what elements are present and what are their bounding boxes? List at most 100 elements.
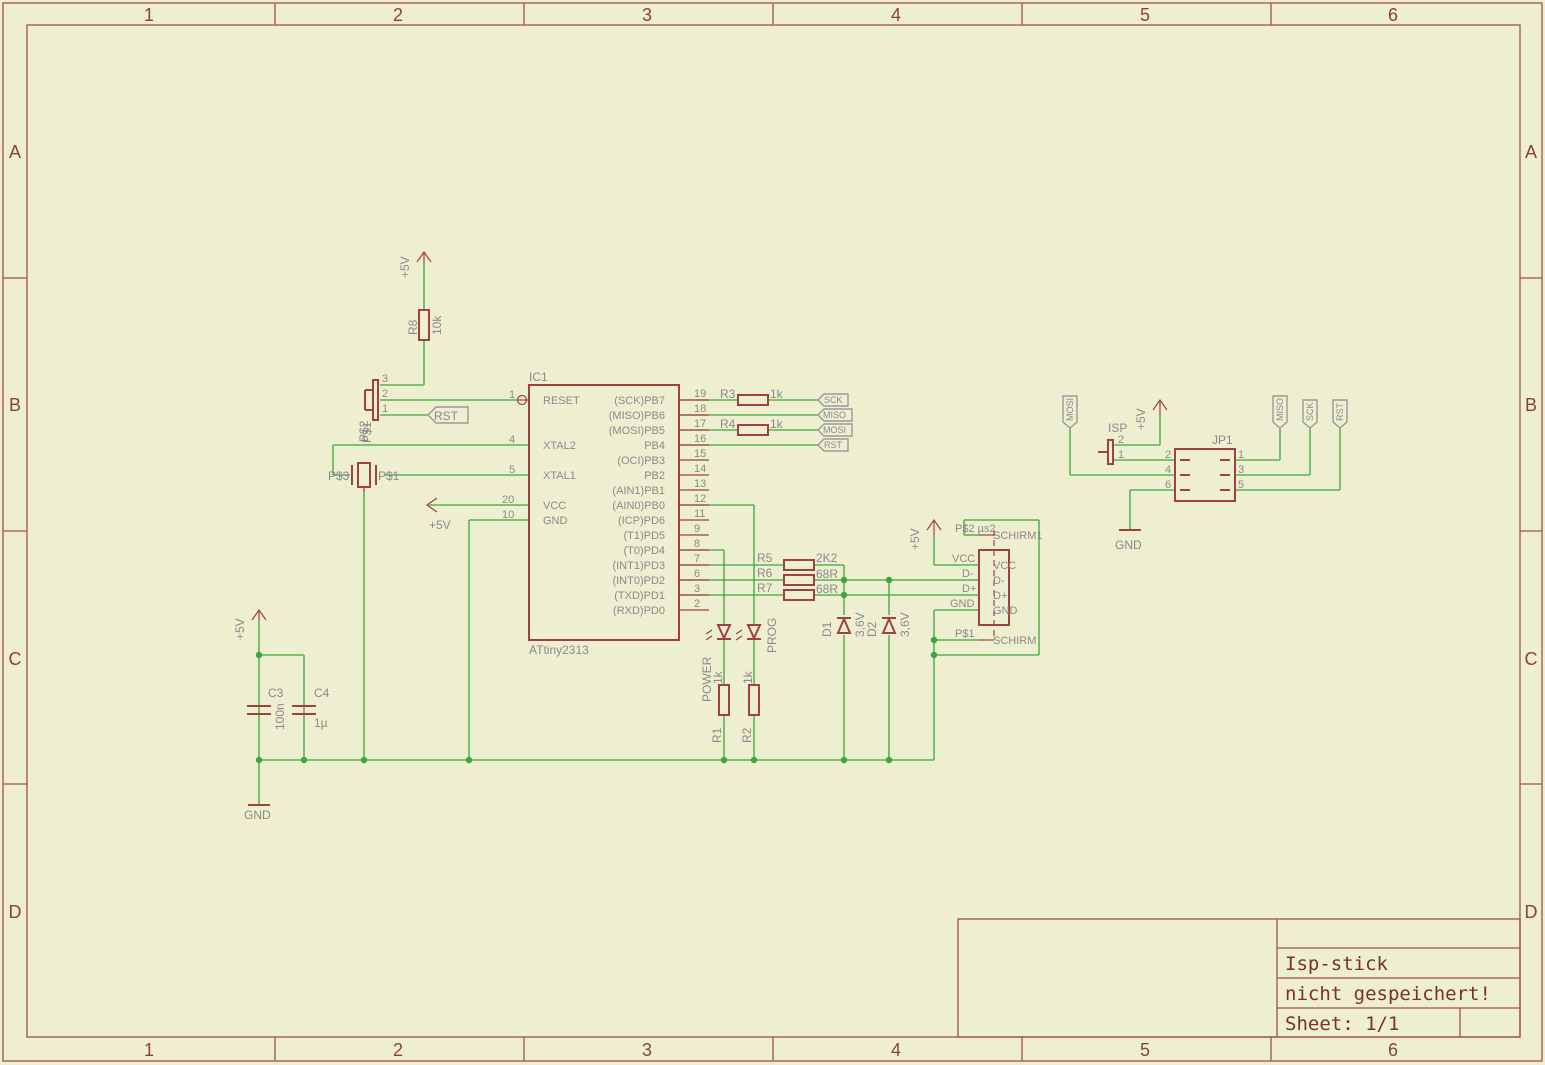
col-label: 3 xyxy=(642,1040,652,1060)
sck-isp-flag: SCK xyxy=(1305,402,1315,421)
ic1-pin-name: RESET xyxy=(543,395,580,407)
ic1-pin-name: VCC xyxy=(543,500,566,512)
usb-dm-pin: D- xyxy=(993,575,1005,587)
col-label: 2 xyxy=(393,5,403,25)
mosi-isp-flag: MOSI xyxy=(1065,398,1075,421)
r5-ref: R5 xyxy=(757,551,773,565)
project-title: Isp-stick xyxy=(1285,953,1389,975)
usb-vcc-pin: VCC xyxy=(993,560,1016,572)
ic1-pin-name: XTAL1 xyxy=(543,470,576,482)
capacitor-c4: C4 1µ xyxy=(292,686,330,730)
wires xyxy=(258,262,1341,805)
ic1-pin-name: (MISO)PB6 xyxy=(609,410,665,422)
spi-flags: SCK MISO MOSI RST xyxy=(817,393,853,452)
svg-text:3: 3 xyxy=(1238,464,1244,476)
row-label: D xyxy=(9,902,22,922)
r5-value: 2K2 xyxy=(816,551,838,565)
usb-shield1: SCHIRM1 xyxy=(993,530,1043,542)
ic1-pin-num: 19 xyxy=(694,388,706,400)
col-label: 6 xyxy=(1388,5,1398,25)
resonator-pin-label: P$1 xyxy=(378,469,400,483)
jp1-header: 2 4 6 1 3 5 JP1 xyxy=(1165,433,1244,502)
led-power-label: POWER xyxy=(700,656,714,702)
plus5v-label: +5V xyxy=(908,528,922,550)
resistor-r1: R1 1k xyxy=(710,670,730,743)
ic1-pin-num: 5 xyxy=(509,464,515,476)
isp-flags: MOSI MISO SCK RST xyxy=(1062,395,1348,429)
r2-ref: R2 xyxy=(740,727,754,743)
resistor-r7: R7 68R xyxy=(757,581,838,601)
resistor-r2: R2 1k xyxy=(740,670,760,743)
r2-value: 1k xyxy=(741,670,755,684)
col-label: 1 xyxy=(144,1040,154,1060)
row-label: B xyxy=(9,395,21,415)
col-label: 1 xyxy=(144,5,154,25)
ic1-pin-num: 4 xyxy=(509,434,515,446)
ic1-pin-num: 11 xyxy=(694,508,705,520)
ic1-pin-num: 18 xyxy=(694,403,706,415)
ic1-pin-num: 15 xyxy=(694,448,706,460)
row-labels-right: A B C D xyxy=(1525,142,1538,922)
r3-value: 1k xyxy=(770,387,784,401)
ic1-pin-name: (MOSI)PB5 xyxy=(609,425,665,437)
svg-text:1: 1 xyxy=(1238,449,1244,461)
ic1-pin-num: 2 xyxy=(694,598,700,610)
row-labels-left: A B C D xyxy=(9,142,22,922)
d1-ref: D1 xyxy=(820,621,834,637)
usb-dm-net: D- xyxy=(962,568,974,580)
isp-ref: ISP xyxy=(1108,421,1127,435)
title-block: Isp-stick nicht gespeichert! Sheet: 1/1 xyxy=(957,918,1521,1038)
sck-flag: SCK xyxy=(824,395,843,405)
ic1-pin-name: PB2 xyxy=(644,470,665,482)
zener-d1: D1 3,6V xyxy=(820,612,867,637)
mosi-flag: MOSI xyxy=(823,425,846,435)
ic1-pin-num: 10 xyxy=(502,509,514,521)
ic1-pin-num: 16 xyxy=(694,433,706,445)
r7-ref: R7 xyxy=(757,581,773,595)
ic1-pin-name: (RXD)PD0 xyxy=(613,605,665,617)
svg-text:6: 6 xyxy=(1165,479,1171,491)
gnd-label: GND xyxy=(244,808,271,822)
ic1-pin-num: 7 xyxy=(694,553,700,565)
switch-ref: P$1 xyxy=(360,421,374,443)
led-power: POWER xyxy=(700,624,732,702)
d1-value: 3,6V xyxy=(853,612,867,637)
c4-ref: C4 xyxy=(314,686,330,700)
usb-vcc-net: VCC xyxy=(952,553,975,565)
row-label: B xyxy=(1525,395,1537,415)
r6-ref: R6 xyxy=(757,566,773,580)
usb-ref: P$2 µs2 xyxy=(955,523,996,535)
ic1-pin-name: GND xyxy=(543,515,568,527)
svg-text:1: 1 xyxy=(1118,449,1124,461)
ic1-pin-name: (T1)PD5 xyxy=(623,530,665,542)
ic1-pin-name: (AIN0)PB0 xyxy=(612,500,665,512)
plus5v-usb-symbol: +5V xyxy=(908,518,942,550)
usb-gnd-pin: GND xyxy=(993,605,1018,617)
capacitor-c3: C3 100n xyxy=(247,686,287,730)
gnd-main-symbol: GND xyxy=(244,804,271,822)
resistor-r3: R3 1k xyxy=(720,387,784,406)
ic1-pin-name: PB4 xyxy=(644,440,665,452)
ic1-pin-num: 13 xyxy=(694,478,706,490)
miso-flag: MISO xyxy=(823,410,846,420)
ic1-pin-name: (OCI)PB3 xyxy=(617,455,665,467)
ic1-pin-num: 9 xyxy=(694,523,700,535)
row-label: A xyxy=(9,142,21,162)
r4-ref: R4 xyxy=(720,417,736,431)
r7-value: 68R xyxy=(816,582,838,596)
plus5v-label: +5V xyxy=(429,518,451,532)
plus5v-label: +5V xyxy=(1134,408,1148,430)
usb-dp-net: D+ xyxy=(962,583,976,595)
ic1-pin-name: (TXD)PD1 xyxy=(614,590,665,602)
junctions xyxy=(255,576,938,764)
svg-text:2: 2 xyxy=(1165,449,1171,461)
resistor-r6: R6 68R xyxy=(757,566,838,586)
r3-ref: R3 xyxy=(720,387,736,401)
svg-text:2: 2 xyxy=(382,388,388,400)
usb-connector: P$2 µs2 SCHIRM1 SCHIRM P$1 VCC D- D+ GND… xyxy=(950,523,1043,647)
supply-symbols: +5V +5V +5V +5V +5V GND GND xyxy=(233,250,1168,822)
r8-ref: R8 xyxy=(406,319,420,335)
rst-net-flag: RST xyxy=(427,406,469,424)
col-label: 2 xyxy=(393,1040,403,1060)
